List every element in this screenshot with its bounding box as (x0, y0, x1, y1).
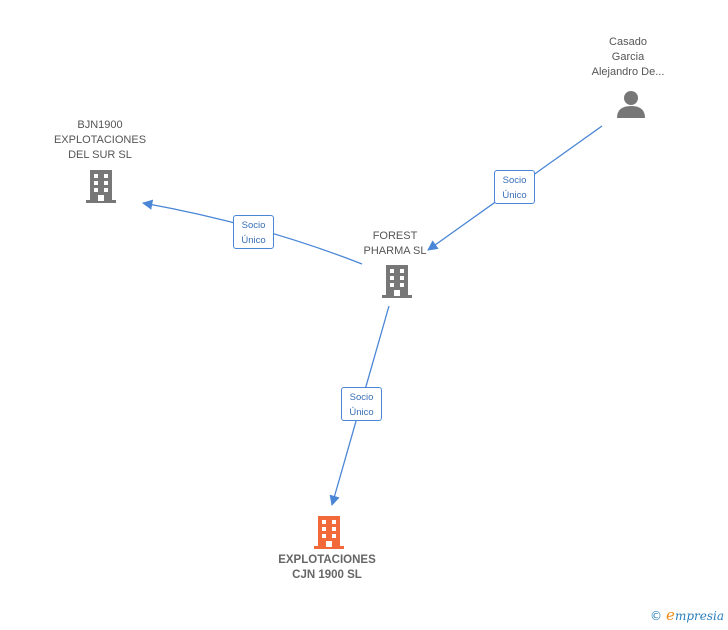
building-icon[interactable] (84, 168, 118, 204)
copyright-symbol: © (650, 609, 663, 623)
relation-label-forest-bjn[interactable]: Socio Único (233, 215, 274, 249)
node-label-bjn[interactable]: BJN1900 EXPLOTACIONES DEL SUR SL (53, 119, 147, 161)
relation-label-forest-cjn[interactable]: Socio Único (341, 387, 382, 421)
brand-name: mpresia (674, 609, 724, 623)
brand-watermark: ©empresia (650, 606, 724, 624)
brand-initial: e (666, 606, 675, 624)
node-label-cjn[interactable]: EXPLOTACIONES CJN 1900 SL (278, 554, 376, 581)
node-label-casado[interactable]: Casado Garcia Alejandro De... (591, 36, 665, 78)
person-icon[interactable] (615, 88, 647, 120)
building-icon[interactable] (380, 263, 414, 299)
relation-label-casado-forest[interactable]: Socio Único (494, 170, 535, 204)
building-icon[interactable] (312, 514, 346, 550)
node-label-forest[interactable]: FOREST PHARMA SL (363, 230, 427, 257)
